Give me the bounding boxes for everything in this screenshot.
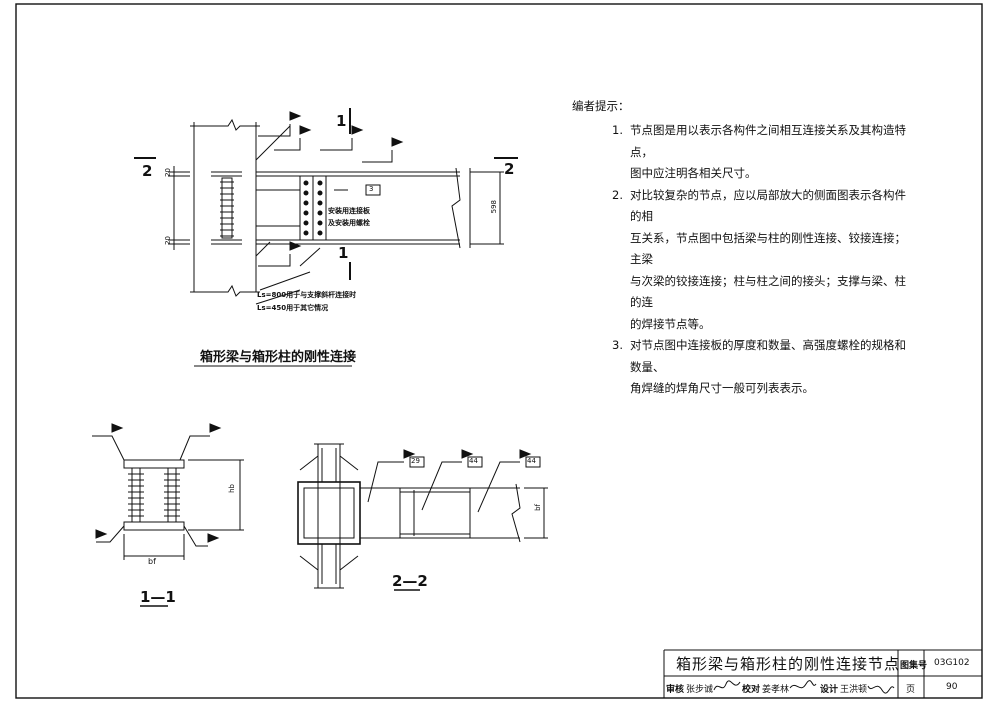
section-1-1-title: 1—1 — [140, 588, 176, 606]
atlas-label: 图集号 — [900, 661, 928, 671]
notes-title: 编者提示： — [572, 99, 630, 113]
section-1-top-label: 1 — [336, 112, 347, 130]
note-item-2: 2. 对比较复杂的节点，应以局部放大的侧面图表示各构件的相 互关系，节点图中包括… — [612, 187, 906, 331]
page-number: 90 — [946, 682, 958, 692]
label-bolt: 及安装用螺栓 — [328, 219, 370, 227]
review-label: 审核 — [666, 685, 685, 695]
notes-list: 1. 节点图是用以表示各构件之间相互连接关系及其构造特点， 图中应注明各相关尺寸… — [612, 120, 912, 400]
note-item-3: 3. 对节点图中连接板的厚度和数量、高强度螺栓的规格和数量、 角焊缝的焊角尺寸一… — [612, 338, 906, 395]
check-name: 姜孝林 — [762, 685, 790, 695]
section-2-right-label: 2 — [504, 160, 515, 178]
weld-ref-3: 3 — [369, 185, 374, 193]
title-block-title: 箱形梁与箱形柱的刚性连接节点 — [676, 655, 901, 673]
section-2-2-title: 2—2 — [392, 572, 428, 590]
note-item-1: 1. 节点图是用以表示各构件之间相互连接关系及其构造特点， 图中应注明各相关尺寸… — [612, 123, 906, 180]
ls-note-1: Ls=800用于与支撑斜杆连接时 — [257, 291, 357, 299]
label-plate: 安装用连接板 — [328, 207, 370, 215]
section-1-1 — [92, 435, 244, 607]
section-1-bottom-label: 1 — [338, 244, 349, 262]
section-2-left-label: 2 — [142, 162, 153, 180]
dim-598: 598 — [490, 200, 498, 214]
check-label: 校对 — [742, 685, 761, 695]
dim-bf-1: bf — [148, 557, 156, 566]
sheet-border — [15, 3, 983, 699]
reference-boxes — [365, 184, 541, 468]
dim-20-top: 20 — [164, 168, 172, 177]
atlas-number: 03G102 — [934, 658, 970, 668]
main-elevation — [134, 108, 518, 367]
weld-flags — [95, 111, 532, 543]
title-block-frame — [663, 649, 982, 698]
check-signature — [789, 680, 817, 689]
dim-20-bottom: 20 — [164, 236, 172, 245]
weld-ref-29: 29 — [411, 457, 420, 465]
ls-note-2: Ls=450用于其它情况 — [257, 304, 329, 312]
design-label: 设计 — [820, 685, 839, 695]
main-caption: 箱形梁与箱形柱的刚性连接 — [200, 350, 357, 365]
review-signature — [713, 680, 741, 691]
design-name: 王洪顿 — [840, 685, 868, 695]
weld-ref-44b: 44 — [527, 457, 536, 465]
section-2-2 — [297, 443, 548, 591]
dim-hb: hb — [228, 484, 236, 493]
weld-ref-44a: 44 — [469, 457, 478, 465]
review-name: 张步诚 — [686, 685, 714, 695]
page-label: 页 — [906, 685, 916, 695]
design-signature — [867, 685, 895, 694]
dim-bf-2: bf — [534, 504, 542, 511]
